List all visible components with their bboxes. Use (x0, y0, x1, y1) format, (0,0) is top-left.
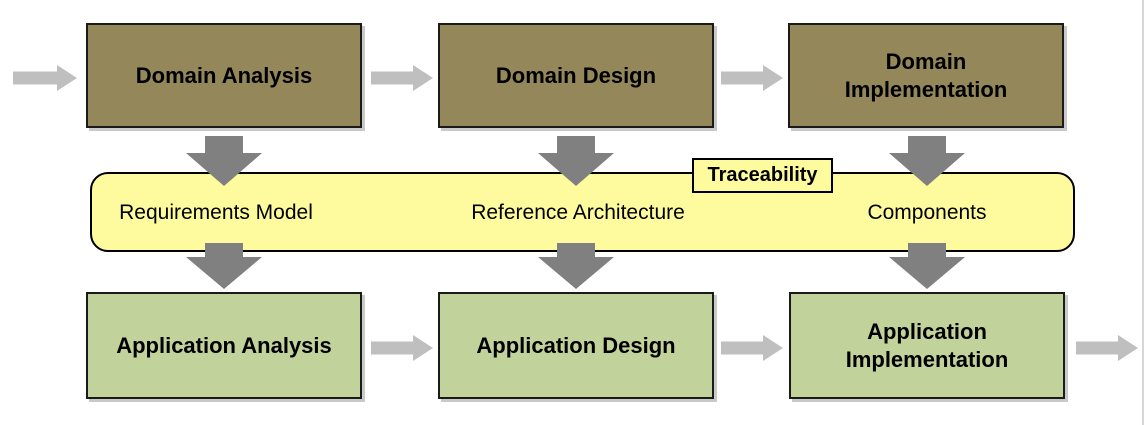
box-application-design: Application Design (438, 292, 714, 399)
arrow-down-icon (889, 243, 965, 294)
arrow-right-icon (13, 65, 77, 91)
band-item-reference-architecture: Reference Architecture (471, 201, 685, 224)
arrow-right-icon (721, 335, 783, 361)
box-application-analysis: Application Analysis (86, 292, 362, 399)
box-label: Domain Implementation (844, 49, 1008, 102)
box-label: Domain Analysis (135, 62, 313, 88)
box-label: Application Implementation (845, 319, 1009, 372)
box-label: Application Design (476, 332, 676, 358)
arrow-down-icon (889, 136, 965, 191)
arrow-down-icon (186, 243, 262, 294)
box-domain-implementation: Domain Implementation (788, 23, 1064, 128)
box-application-implementation: Application Implementation (789, 292, 1065, 399)
arrow-right-icon (721, 65, 783, 91)
arrow-right-icon (1076, 335, 1138, 361)
box-label: Application Analysis (116, 332, 332, 358)
page-edge-line (1142, 0, 1144, 425)
arrow-down-icon (186, 136, 262, 191)
arrow-right-icon (371, 65, 433, 91)
traceability-tag: Traceability (692, 158, 833, 193)
band-item-requirements-model: Requirements Model (119, 201, 313, 224)
arrow-right-icon (371, 335, 433, 361)
arrow-down-icon (538, 243, 614, 294)
arrow-down-icon (538, 136, 614, 191)
box-domain-analysis: Domain Analysis (86, 23, 362, 128)
box-label: Domain Design (495, 62, 657, 88)
band-item-components: Components (867, 201, 987, 224)
box-domain-design: Domain Design (438, 23, 714, 128)
